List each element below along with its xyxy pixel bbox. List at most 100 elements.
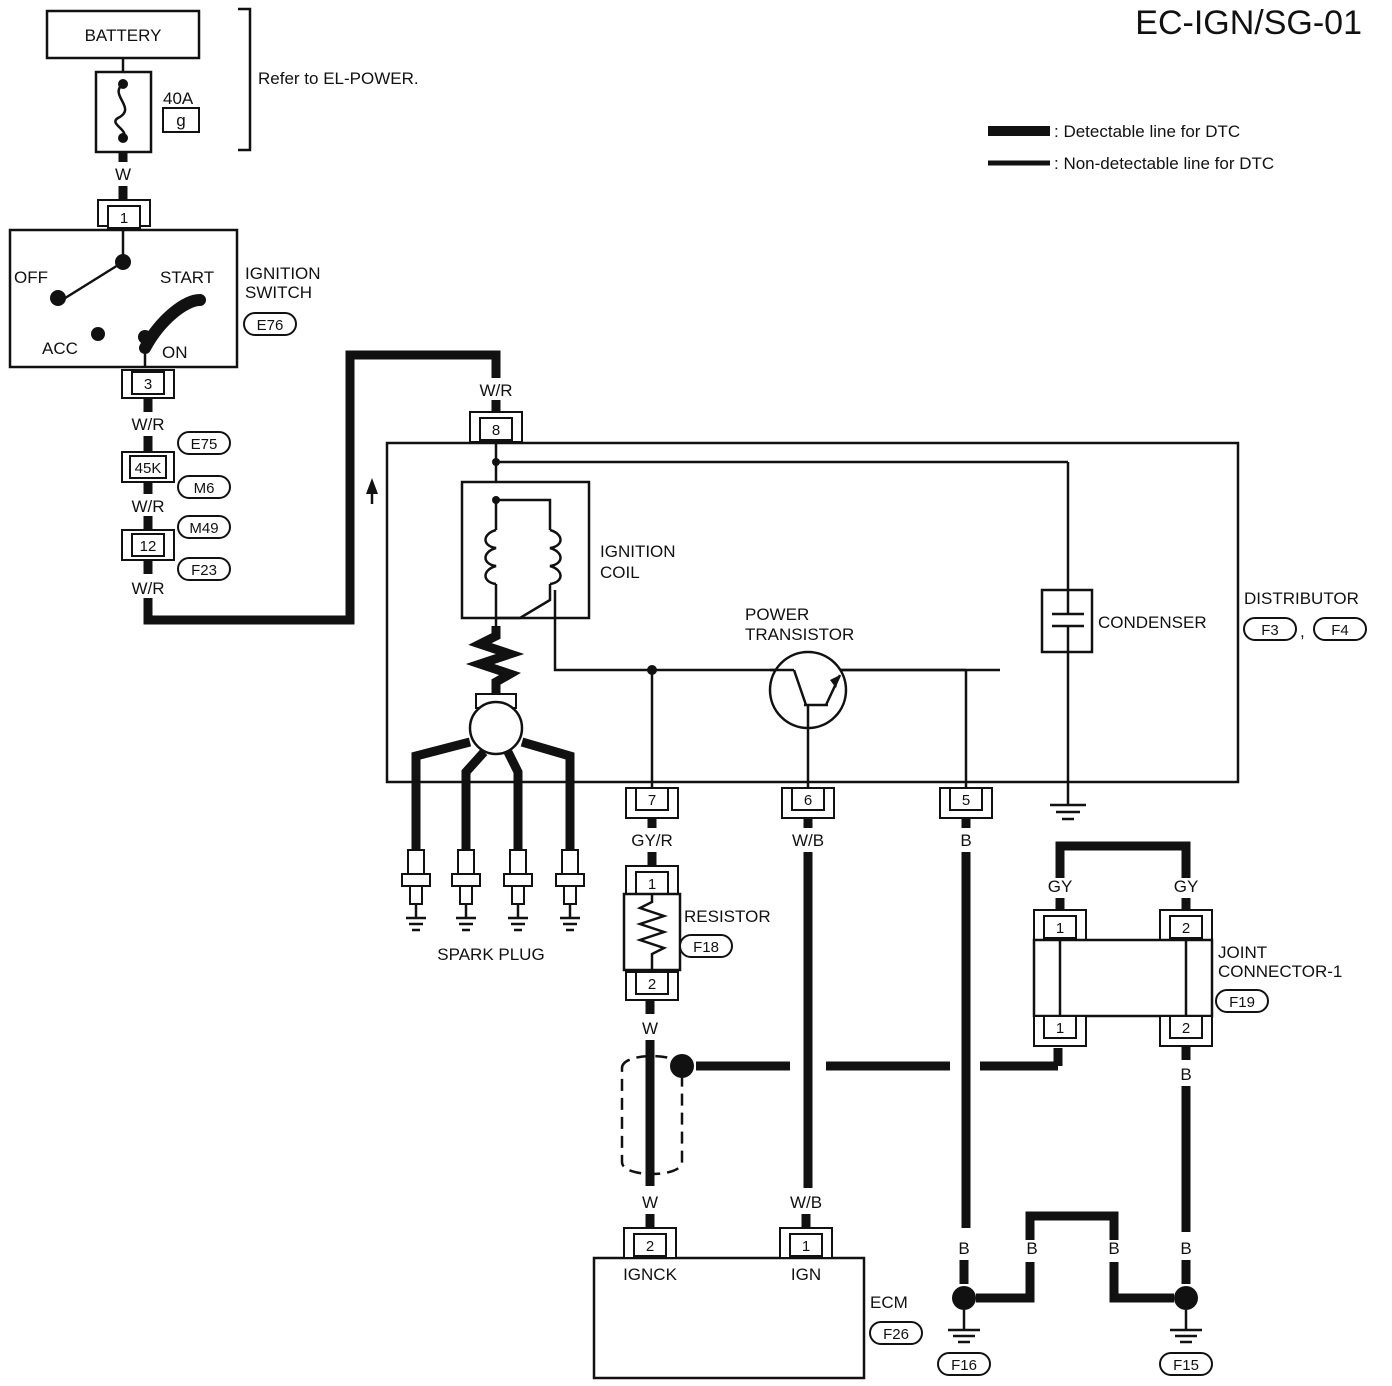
ignition-switch: 1 OFF START ACC ON IGNITION SWITCH E76 3	[8, 199, 321, 399]
shield-icon	[620, 1054, 684, 1176]
connector-f4: F4	[1331, 622, 1349, 639]
resistor: 1 2 RESISTOR F18	[622, 865, 771, 1001]
ecm-box	[592, 1256, 866, 1380]
joint-connector-label-2: CONNECTOR-1	[1218, 962, 1342, 981]
ignition-coil-label-2: COIL	[600, 563, 640, 582]
wire-label-wr: W/R	[131, 497, 164, 516]
ignition-switch-label-2: SWITCH	[245, 283, 312, 302]
connector-f19: F19	[1229, 994, 1255, 1011]
rotor-resistor-icon	[465, 626, 525, 700]
rotor-icon	[468, 700, 524, 756]
connector-f23: F23	[191, 562, 217, 579]
fuse-icon	[114, 82, 127, 139]
joint-pin-2: 2	[1182, 1020, 1190, 1037]
fuse-amp: 40A	[163, 89, 194, 108]
ignition-switch-label-1: IGNITION	[245, 264, 321, 283]
wire-label-w: W	[115, 165, 131, 184]
refer-bracket	[238, 7, 252, 152]
pin-8: 8	[492, 422, 500, 439]
resistor-label: RESISTOR	[684, 907, 771, 926]
pos-acc: ACC	[42, 339, 78, 358]
refer-text: Refer to EL-POWER.	[258, 69, 419, 88]
ecm-pin-1: 1	[802, 1238, 810, 1255]
wire-label-wb: W/B	[792, 831, 824, 850]
pin-7: 7	[648, 792, 656, 809]
spark-plug-label: SPARK PLUG	[437, 945, 544, 964]
switch-lever	[61, 260, 124, 302]
pin-3: 3	[144, 376, 152, 393]
resistor-icon	[636, 894, 668, 970]
pos-on: ON	[162, 343, 188, 362]
connector-m49: M49	[189, 520, 218, 537]
connector-m6: M6	[194, 480, 215, 497]
pin-6: 6	[804, 792, 812, 809]
ground-terminal-icon	[952, 1286, 976, 1310]
battery-box	[45, 9, 201, 60]
legend-non-detectable-label: : Non-detectable line for DTC	[1054, 154, 1274, 173]
distributor: 8 CONDENSER IGNITION COIL	[385, 411, 1367, 850]
wire-label-wr: W/R	[131, 579, 164, 598]
distributor-label: DISTRIBUTOR	[1244, 589, 1359, 608]
pin-45k: 45K	[135, 460, 162, 477]
joint-connector: GY GY 1 2 1 2 JOINT CONNECTOR-1 F19	[1032, 841, 1342, 1047]
spark-plugs: SPARK PLUG	[401, 849, 585, 964]
connector-separator: ,	[1300, 622, 1305, 641]
joint-pin-1: 1	[1056, 920, 1064, 937]
spark-plug-icon	[555, 849, 585, 932]
connector-e76: E76	[257, 317, 284, 334]
resistor-pin-2: 2	[648, 976, 656, 993]
pin-12: 12	[140, 538, 157, 555]
wire-label-w: W	[642, 1019, 658, 1038]
spark-plug-icon	[451, 849, 481, 932]
wire-label-b: B	[960, 831, 971, 850]
primary-coil-icon	[484, 528, 497, 586]
wire-label-wr: W/R	[479, 381, 512, 400]
ground-terminal-icon	[1174, 1286, 1198, 1310]
fuse-id: g	[176, 111, 185, 130]
ecm-pin-2: 2	[646, 1238, 654, 1255]
joint-connector-box	[1032, 938, 1214, 1018]
spark-plug-icon	[503, 849, 533, 932]
pos-start: START	[160, 268, 214, 287]
legend: : Detectable line for DTC : Non-detectab…	[988, 122, 1274, 173]
ecm-ign-label: IGN	[791, 1265, 821, 1284]
resistor-pin-1: 1	[648, 876, 656, 893]
ignition-coil-box	[460, 480, 591, 620]
ecm-label: ECM	[870, 1293, 908, 1312]
wire-label-b: B	[958, 1239, 969, 1258]
connector-f26: F26	[883, 1326, 909, 1343]
shield-ground-icon	[670, 1054, 694, 1078]
condenser-label: CONDENSER	[1098, 613, 1207, 632]
arrow-up-icon	[366, 478, 378, 494]
wire-wr-detectable	[143, 350, 501, 625]
battery-label: BATTERY	[85, 26, 162, 45]
power-transistor-label-2: TRANSISTOR	[745, 625, 854, 644]
ground-f16: F16	[937, 1286, 991, 1376]
connector-e75: E75	[191, 436, 218, 453]
ground-f15: F15	[1159, 1286, 1213, 1376]
wire-label-w: W	[642, 1193, 658, 1212]
page-title: EC-IGN/SG-01	[1135, 4, 1362, 42]
pin-5: 5	[962, 792, 970, 809]
joint-pin-2: 2	[1182, 920, 1190, 937]
spark-plug-icon	[401, 849, 431, 932]
wire-label-b: B	[1180, 1065, 1191, 1084]
connector-f15: F15	[1173, 1357, 1199, 1374]
ecm: 2 1 IGNCK IGN ECM F26	[592, 1227, 923, 1380]
connector-f16: F16	[951, 1357, 977, 1374]
wire-label-b: B	[1026, 1239, 1037, 1258]
power-transistor-label-1: POWER	[745, 605, 809, 624]
wire-label-gy: GY	[1048, 877, 1073, 896]
connector-f18: F18	[693, 939, 719, 956]
wire-label-wb: W/B	[790, 1193, 822, 1212]
wire-label-wr: W/R	[131, 415, 164, 434]
wire-label-b: B	[1180, 1239, 1191, 1258]
pin-1: 1	[120, 210, 128, 227]
secondary-coil-icon	[549, 528, 562, 586]
connector-badge	[243, 312, 297, 336]
wire-label-b: B	[1108, 1239, 1119, 1258]
ecm-igncheck-label: IGNCK	[623, 1265, 678, 1284]
joint-connector-label-1: JOINT	[1218, 943, 1267, 962]
wire-label-gy: GY	[1174, 877, 1199, 896]
